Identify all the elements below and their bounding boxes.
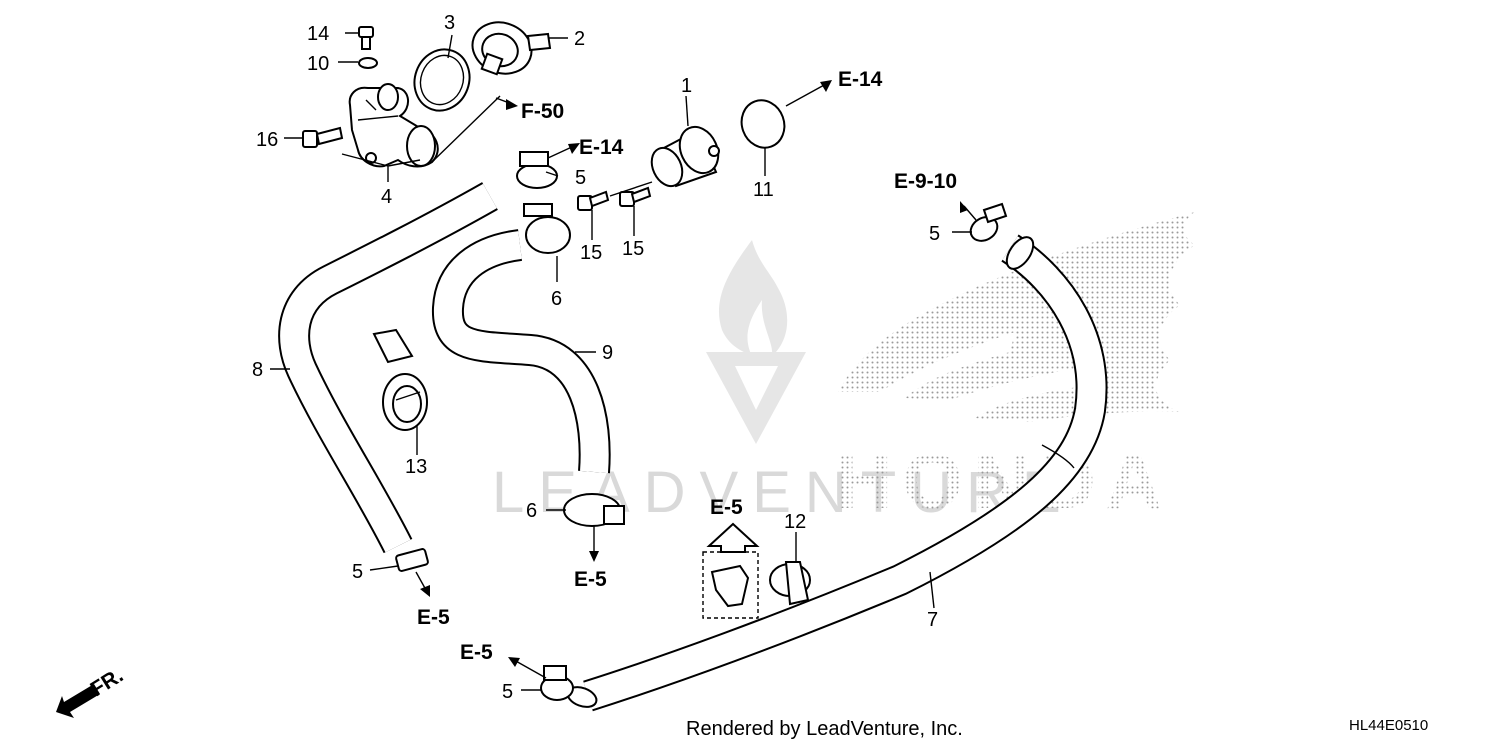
hose-8 [278,182,498,554]
ref-f50: F-50 [521,100,564,123]
reference-arrows [56,80,977,718]
label-11: 11 [753,179,774,201]
label-14: 14 [307,23,329,45]
clamp-6-top [523,203,571,254]
label-6-top: 6 [551,288,562,310]
label-7: 7 [927,609,938,631]
clamp-5-top [516,151,558,189]
clamp-5-right [969,202,1008,242]
label-5-top: 5 [575,167,586,189]
ref-e5-center: E-5 [574,568,607,591]
label-4: 4 [381,186,392,208]
watermark-logo [706,240,806,444]
water-joint-1 [650,125,720,188]
label-6-bottom: 6 [526,500,537,522]
label-3: 3 [444,12,455,34]
label-15-b: 15 [622,238,644,260]
label-9: 9 [602,342,613,364]
leader-lines [270,32,972,691]
clamp-5-bottom-left [395,548,429,572]
label-1: 1 [681,75,692,97]
ref-e5-bottom: E-5 [460,641,493,664]
label-13: 13 [405,456,427,478]
label-2: 2 [574,28,585,50]
footer-credit: Rendered by LeadVenture, Inc. [686,718,963,740]
ref-e5-inset: E-5 [710,496,743,519]
ref-e14-left: E-14 [579,136,624,159]
bolt-15-b [619,186,652,207]
bolt-16 [302,126,344,148]
thermostat-2 [471,21,552,76]
clamp-6-bottom [563,493,625,527]
bolt-15-a [577,190,610,211]
hose-9 [431,229,611,474]
label-8: 8 [252,359,263,381]
watermark-logo-cut [735,366,778,410]
clip-12 [769,561,811,606]
bracket-inset [702,522,760,619]
hose-7 [566,234,1108,712]
diagram-code: HL44E0510 [1349,717,1429,734]
label-12: 12 [784,511,806,533]
bolt-14 [358,26,374,50]
label-5-right: 5 [929,223,940,245]
o-ring-3 [413,48,471,112]
o-ring-11 [740,99,786,149]
label-5-bottom-left: 5 [352,561,363,583]
ref-e14-top: E-14 [838,68,883,91]
ref-e9-10: E-9-10 [894,170,957,193]
label-15-a: 15 [580,242,602,264]
front-arrow [56,684,100,718]
clip-13 [372,328,428,431]
label-16: 16 [256,129,278,151]
ref-e5-left: E-5 [417,606,450,629]
washer-10 [358,57,378,69]
label-5-bottom: 5 [502,681,513,703]
clamp-5-bottom [540,665,574,701]
thermostat-housing-cover [348,83,439,168]
label-10: 10 [307,53,329,75]
